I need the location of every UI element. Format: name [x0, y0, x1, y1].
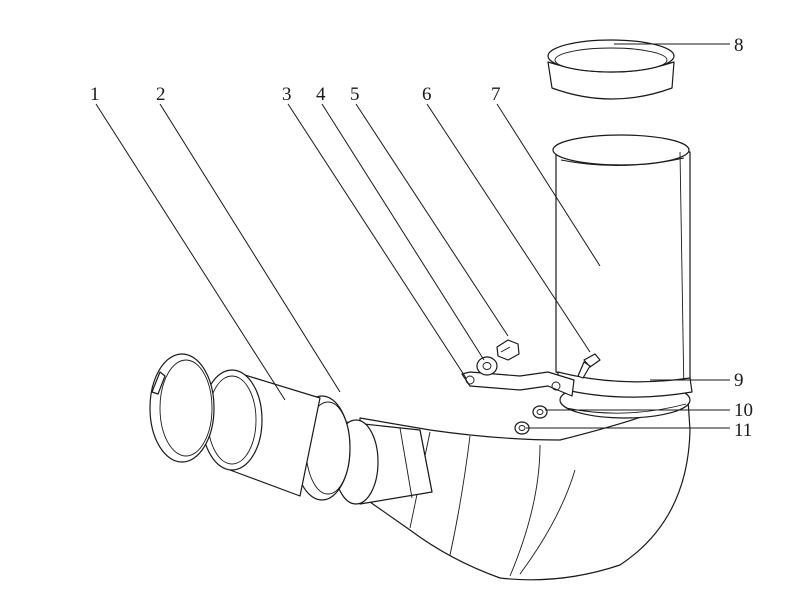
- part-bolt-6: [577, 353, 601, 379]
- leader-1: [95, 103, 286, 401]
- callout-7: 7: [491, 84, 501, 105]
- callout-5: 5: [350, 84, 360, 105]
- callout-11: 11: [734, 420, 752, 441]
- callout-numbers: 1 2 3 4 5 6 7 8 9 10 11: [90, 35, 753, 441]
- part-nut-10: [532, 405, 548, 419]
- callout-4: 4: [316, 84, 326, 105]
- leader-7: [496, 103, 601, 267]
- part-vertical-pipe: [552, 134, 691, 396]
- part-washer: [476, 356, 498, 376]
- part-band-clamp: [461, 371, 693, 398]
- callout-3: 3: [282, 84, 292, 105]
- leader-5: [355, 103, 509, 337]
- callout-10: 10: [734, 400, 753, 421]
- leader-6: [426, 103, 591, 353]
- callout-2: 2: [156, 84, 166, 105]
- callout-9: 9: [734, 370, 744, 391]
- part-bolt-5: [496, 339, 520, 361]
- leader-lines: [95, 43, 730, 429]
- leader-3: [287, 103, 467, 379]
- callout-6: 6: [422, 84, 432, 105]
- callout-8: 8: [734, 35, 744, 56]
- callout-1: 1: [90, 84, 100, 105]
- leader-4: [321, 103, 485, 361]
- leader-2: [159, 103, 341, 393]
- part-pipe-adapter: [201, 369, 321, 497]
- part-hose-clamp: [149, 353, 215, 463]
- part-top-band-ring: [547, 39, 675, 100]
